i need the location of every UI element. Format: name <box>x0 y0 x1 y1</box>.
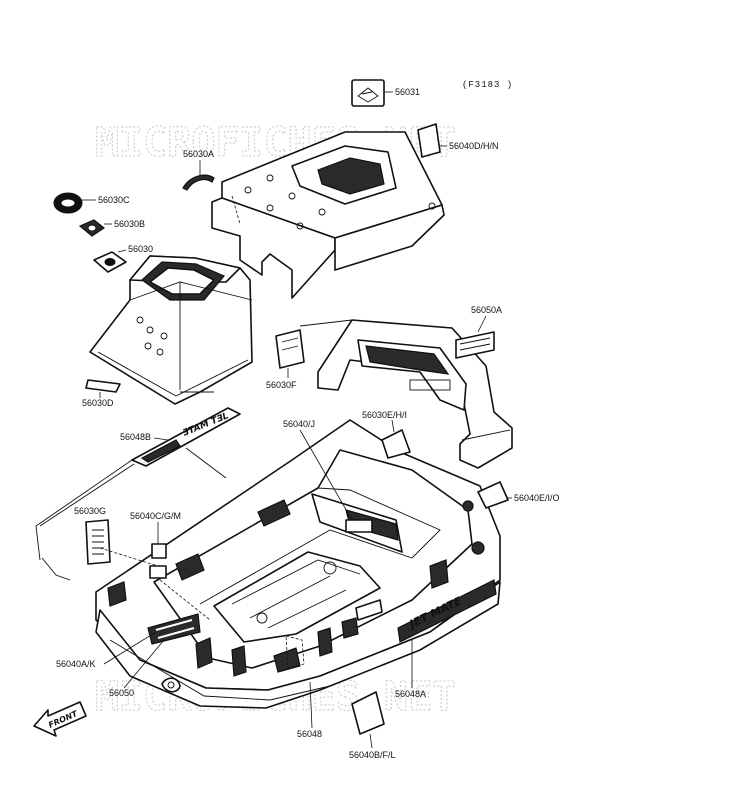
label-56030E-H-I: 56030E/H/I <box>362 410 407 420</box>
part-lower-console-duct <box>89 255 253 405</box>
label-56030B: 56030B <box>114 219 145 229</box>
part-56030E-decal <box>381 429 411 459</box>
label-56048: 56048 <box>297 729 322 739</box>
decal-kawasaki <box>147 613 201 645</box>
label-56030F: 56030F <box>266 380 297 390</box>
part-56030G-decal <box>85 519 111 565</box>
label-56030C: 56030C <box>98 195 130 205</box>
part-56030-grommet <box>93 251 127 273</box>
part-56031-decal <box>351 79 385 107</box>
part-56030A-strap <box>182 174 215 191</box>
label-56030D: 56030D <box>82 398 114 408</box>
label-56040E-I-O: 56040E/I/O <box>514 493 560 503</box>
label-56030G: 56030G <box>74 506 106 516</box>
part-56030D-decal <box>85 379 121 393</box>
label-56040C-G-M: 56040C/G/M <box>130 511 181 521</box>
part-56050A-decal <box>455 331 495 359</box>
label-56040D-H-N: 56040D/H/N <box>449 141 499 151</box>
label-56030A: 56030A <box>183 149 214 159</box>
front-arrow-icon: FRONT <box>33 701 87 737</box>
part-56030C-ring <box>53 192 83 214</box>
part-56040C-decal <box>149 543 167 579</box>
part-56040E-decal <box>477 481 509 509</box>
part-56030F-decal <box>275 329 305 369</box>
part-56040D-decal <box>417 123 441 158</box>
label-56040B-F-L: 56040B/F/L <box>349 750 396 760</box>
part-upper-console-cover <box>211 131 445 299</box>
label-56050: 56050 <box>109 688 134 698</box>
label-56030: 56030 <box>128 244 153 254</box>
part-56040B-decal <box>351 691 385 735</box>
label-56048A: 56048A <box>395 689 426 699</box>
label-56040A-K: 56040A/K <box>56 659 96 669</box>
label-56048B: 56048B <box>120 432 151 442</box>
label-56050A: 56050A <box>471 305 502 315</box>
label-56031: 56031 <box>395 87 420 97</box>
part-main-hull: JET MATE <box>95 419 501 709</box>
figure-code: (F3183 ) <box>462 80 513 90</box>
label-56040J: 56040/J <box>283 419 315 429</box>
part-56040J-decal <box>345 519 373 533</box>
part-56030B-grommet <box>78 219 106 237</box>
decal-jet-mate-reversed: ƎTAM TƎL <box>181 411 230 439</box>
